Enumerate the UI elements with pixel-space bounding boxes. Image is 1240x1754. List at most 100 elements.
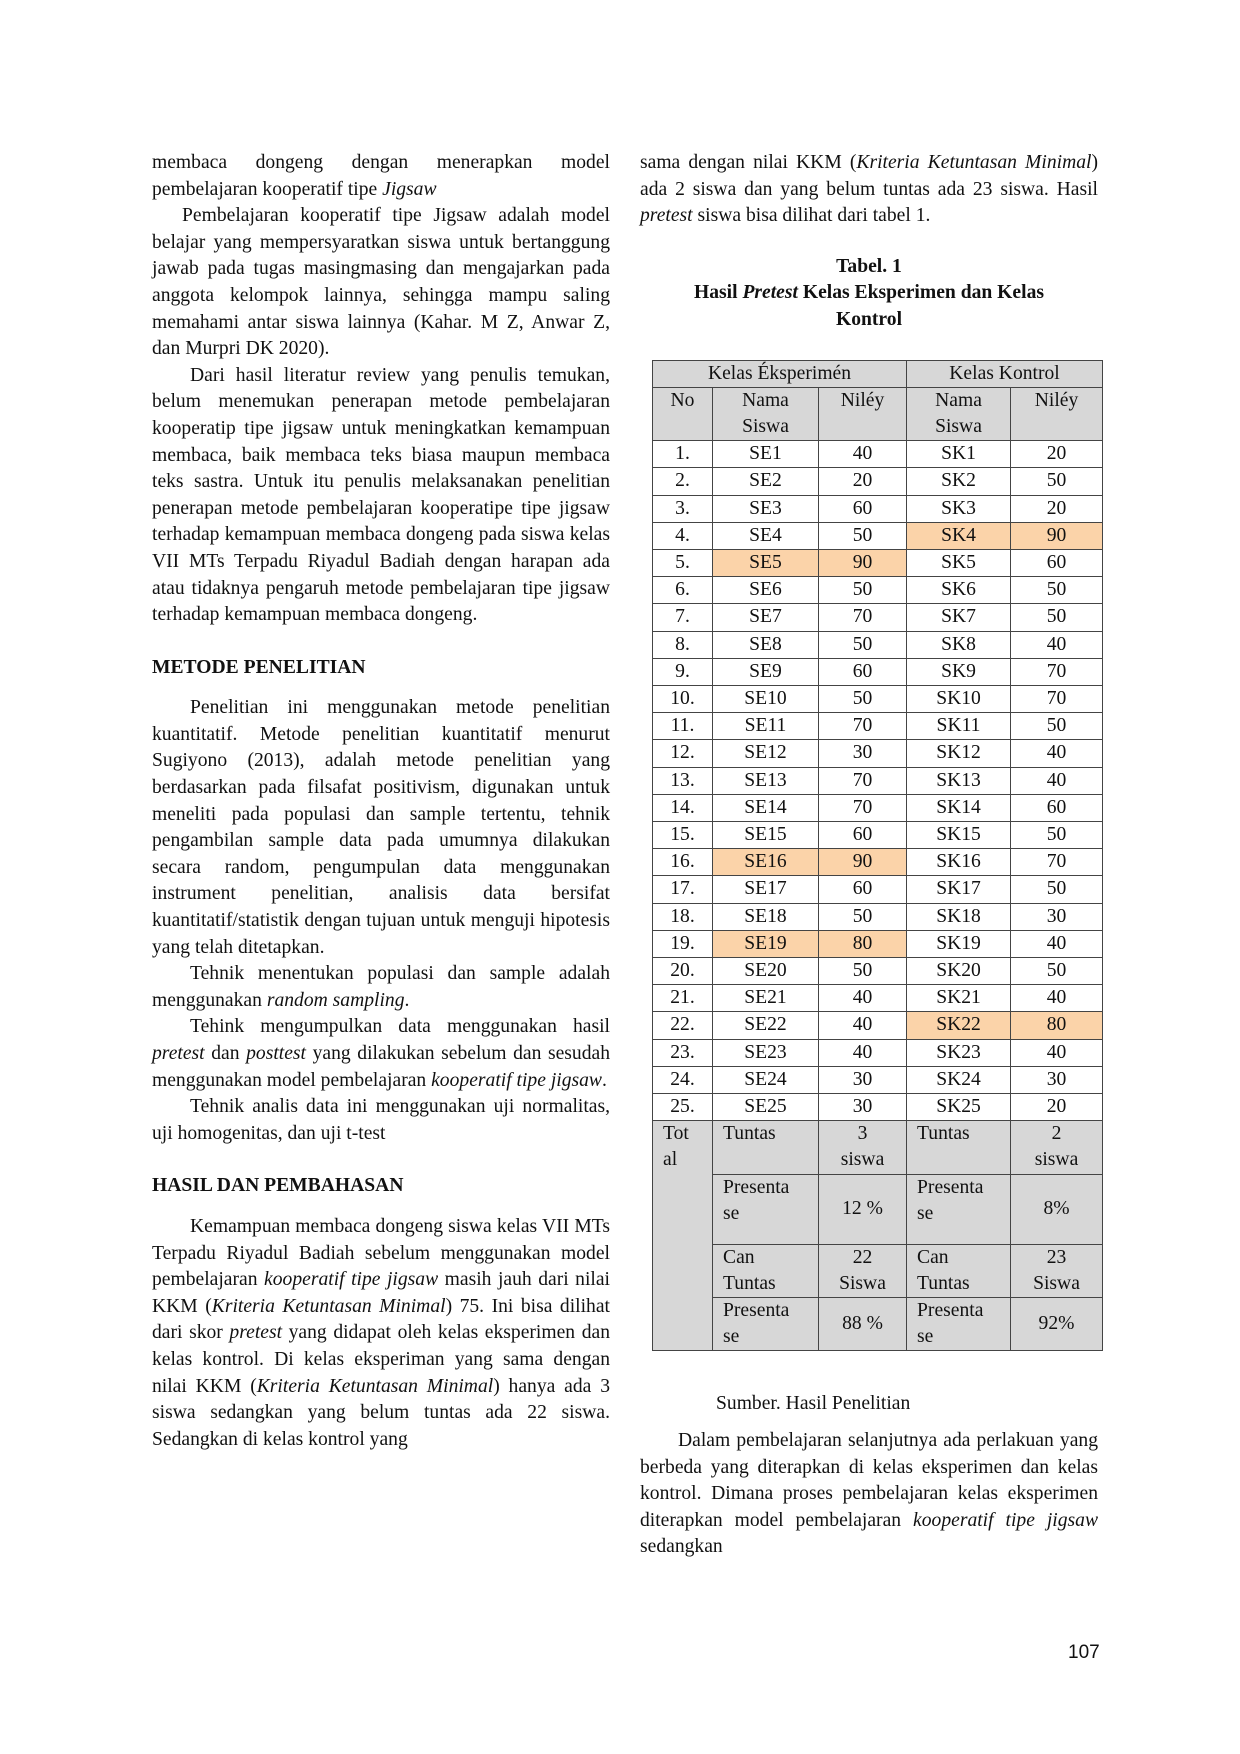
cell-exp-value: 70: [817, 603, 908, 632]
cell-exp-value: 90: [817, 548, 908, 578]
cell-ctrl-value: 60: [1010, 548, 1104, 578]
cell-ctrl-value: 50: [1010, 875, 1104, 904]
cell-ctrl-name: SK10: [906, 684, 1012, 714]
table-caption-title: Hasil Pretest Kelas Eksperimen dan Kelas: [694, 282, 1044, 304]
cell-ctrl-value: 80: [1010, 1011, 1104, 1040]
cell-ctrl-value: 50: [1010, 467, 1104, 496]
cell-exp-value: 40: [817, 1011, 908, 1040]
cell-exp-name: SE16: [712, 848, 819, 877]
cell-exp-name: SE9: [712, 657, 819, 687]
presentase-value-exp: 12 %: [817, 1173, 908, 1245]
cell-ctrl-value: 20: [1010, 440, 1104, 469]
cell-exp-value: 50: [817, 630, 908, 659]
cell-exp-name: SE20: [712, 957, 819, 986]
cell-exp-name: SE17: [712, 875, 819, 904]
cell-ctrl-name: SK21: [906, 984, 1012, 1013]
cell-ctrl-value: 40: [1010, 929, 1104, 959]
left-column: membaca dongeng dengan menerapkan model …: [152, 150, 610, 1453]
cell-ctrl-name: SK4: [906, 521, 1012, 550]
table-caption: Tabel. 1 Hasil Pretest Kelas Eksperimen …: [640, 254, 1098, 334]
paragraph-metode-1: Penelitian ini menggunakan metode peneli…: [152, 697, 610, 958]
cell-ctrl-name: SK5: [906, 548, 1012, 578]
paragraph-metode-2: Tehnik menentukan populasi dan sample ad…: [152, 963, 610, 1011]
presentase-2-value-exp: 88 %: [817, 1297, 908, 1352]
cell-ctrl-value: 90: [1010, 521, 1104, 550]
cell-exp-name: SE4: [712, 521, 819, 550]
cell-ctrl-name: SK7: [906, 603, 1012, 632]
cell-ctrl-name: SK18: [906, 902, 1012, 931]
paragraph-jigsaw-definition: Pembelajaran kooperatif tipe Jigsaw adal…: [152, 205, 610, 360]
cell-ctrl-name: SK16: [906, 848, 1012, 877]
cell-ctrl-name: SK15: [906, 821, 1012, 850]
cell-exp-value: 40: [817, 1038, 908, 1067]
cell-no: 2.: [652, 467, 713, 496]
cell-ctrl-value: 70: [1010, 848, 1104, 877]
heading-hasil-dan-pembahasan: HASIL DAN PEMBAHASAN: [152, 1175, 404, 1197]
right-column: sama dengan nilai KKM (Kriteria Ketuntas…: [640, 150, 1104, 1561]
paragraph-pembelajaran-selanjutnya: Dalam pembelajaran selanjutnya ada perla…: [640, 1430, 1099, 1558]
header-kelas-eksperimen: Kelas Éksperimén: [651, 359, 908, 388]
cell-ctrl-name: SK12: [906, 739, 1012, 768]
cell-exp-name: SE11: [712, 712, 819, 741]
cell-no: 4.: [652, 521, 713, 550]
cell-ctrl-value: 50: [1010, 712, 1104, 741]
cell-exp-name: SE8: [712, 630, 819, 659]
cell-exp-value: 50: [817, 576, 908, 605]
cell-ctrl-name: SK20: [906, 957, 1012, 986]
header-nilai-exp: Niléy: [817, 386, 908, 442]
cell-no: 12.: [652, 739, 713, 768]
cell-no: 21.: [652, 984, 713, 1013]
cell-exp-value: 60: [817, 821, 908, 850]
cell-exp-name: SE7: [712, 603, 819, 632]
cell-no: 17.: [652, 875, 713, 904]
cell-ctrl-value: 50: [1010, 576, 1104, 605]
cell-exp-name: SE15: [712, 821, 819, 850]
cell-ctrl-value: 50: [1010, 603, 1104, 632]
cell-ctrl-name: SK14: [906, 793, 1012, 823]
cell-no: 22.: [652, 1011, 713, 1040]
cell-no: 7.: [652, 603, 713, 632]
cell-exp-value: 90: [817, 848, 908, 877]
cell-ctrl-value: 50: [1010, 957, 1104, 986]
cell-no: 5.: [652, 548, 713, 578]
cell-exp-name: SE6: [712, 576, 819, 605]
cell-exp-name: SE12: [712, 739, 819, 768]
cell-exp-name: SE22: [712, 1011, 819, 1040]
presentase-2-value-ctrl: 92%: [1010, 1297, 1104, 1352]
cell-ctrl-name: SK3: [906, 494, 1012, 523]
paragraph-hasil-1: Kemampuan membaca dongeng siswa kelas VI…: [152, 1215, 611, 1450]
cell-ctrl-name: SK9: [906, 657, 1012, 687]
header-no: No: [652, 386, 713, 442]
cell-ctrl-value: 40: [1010, 1038, 1104, 1067]
cell-no: 6.: [652, 576, 713, 605]
cell-exp-value: 50: [817, 521, 908, 550]
cell-exp-value: 30: [817, 1065, 908, 1095]
header-kelas-kontrol: Kelas Kontrol: [906, 359, 1104, 388]
cell-exp-name: SE3: [712, 494, 819, 523]
cell-exp-value: 30: [817, 739, 908, 768]
cell-exp-value: 70: [817, 793, 908, 823]
cell-no: 11.: [652, 712, 713, 741]
cell-exp-name: SE13: [712, 766, 819, 795]
